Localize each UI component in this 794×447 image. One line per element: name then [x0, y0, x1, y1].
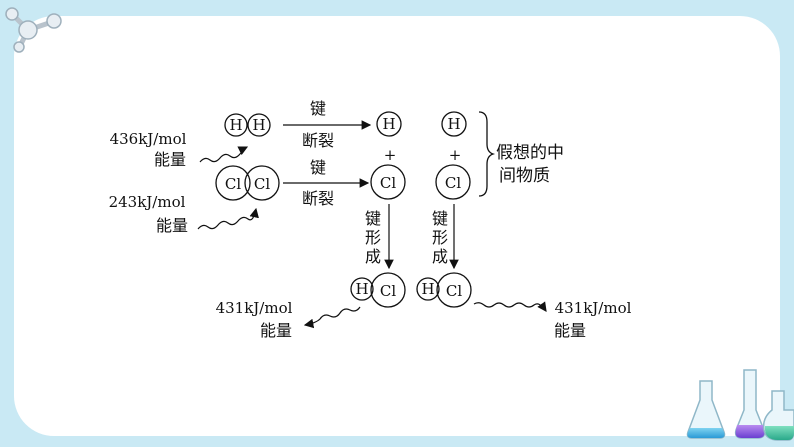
cl-atom-label: Cl	[445, 174, 461, 192]
intermediate-label-line2: 间物质	[499, 166, 550, 186]
h-atom-label: H	[355, 280, 368, 298]
hcl-energy-release-left	[303, 306, 361, 329]
h-atom-label: H	[229, 116, 242, 134]
hcl-molecule-right: H Cl	[416, 272, 472, 308]
bond-label: 键	[310, 158, 326, 177]
cl-atom-label: Cl	[446, 282, 462, 300]
cl2-energy-wavy-arrow	[197, 207, 259, 230]
cl-atom-label: Cl	[254, 175, 270, 193]
h-atom-label: H	[252, 116, 265, 134]
energy-word: 能量	[260, 321, 292, 340]
form-char: 成	[432, 247, 448, 266]
intermediate-label-line1: 假想的中	[496, 143, 564, 163]
molecule-logo-icon	[5, 7, 62, 53]
cl-atom-label: Cl	[225, 175, 241, 193]
cl2-energy-value: 243kJ/mol	[109, 193, 186, 211]
break-label: 断裂	[302, 131, 334, 150]
form-char: 键	[432, 209, 448, 228]
cl-atom-label: Cl	[380, 282, 396, 300]
h-atom-label: H	[382, 115, 395, 133]
plus-sign: +	[449, 146, 462, 164]
hcl-energy-value-right: 431kJ/mol	[555, 299, 632, 317]
h2-energy-value: 436kJ/mol	[110, 130, 187, 148]
cl2-molecule: Cl Cl	[215, 165, 280, 201]
h-atom-label: H	[421, 280, 434, 298]
bracket	[478, 111, 496, 197]
energy-word: 能量	[154, 150, 186, 169]
break-label: 断裂	[302, 189, 334, 208]
h2-energy-wavy-arrow	[199, 146, 249, 163]
h2-molecule: H H	[224, 113, 271, 137]
form-char: 形	[365, 228, 381, 247]
h-atom-hypothetical	[441, 111, 467, 137]
energy-word: 能量	[554, 321, 586, 340]
hcl-energy-release-right	[473, 301, 547, 312]
lab-flasks-icon	[686, 369, 794, 441]
form-char: 成	[365, 247, 381, 266]
plus-sign: +	[384, 146, 397, 164]
energy-word: 能量	[156, 216, 188, 235]
hcl-energy-value-left: 431kJ/mol	[216, 299, 293, 317]
content-panel	[14, 16, 780, 436]
hcl-molecule-left: H Cl	[350, 272, 406, 308]
cl-atom	[370, 164, 406, 200]
form-char: 形	[432, 228, 448, 247]
form-char: 键	[365, 209, 381, 228]
h-atom-label: H	[447, 115, 460, 133]
cl-atom-label: Cl	[380, 174, 396, 192]
cl-atom-hypothetical	[435, 164, 471, 200]
bond-label: 键	[310, 99, 326, 118]
h-atom	[376, 111, 402, 137]
